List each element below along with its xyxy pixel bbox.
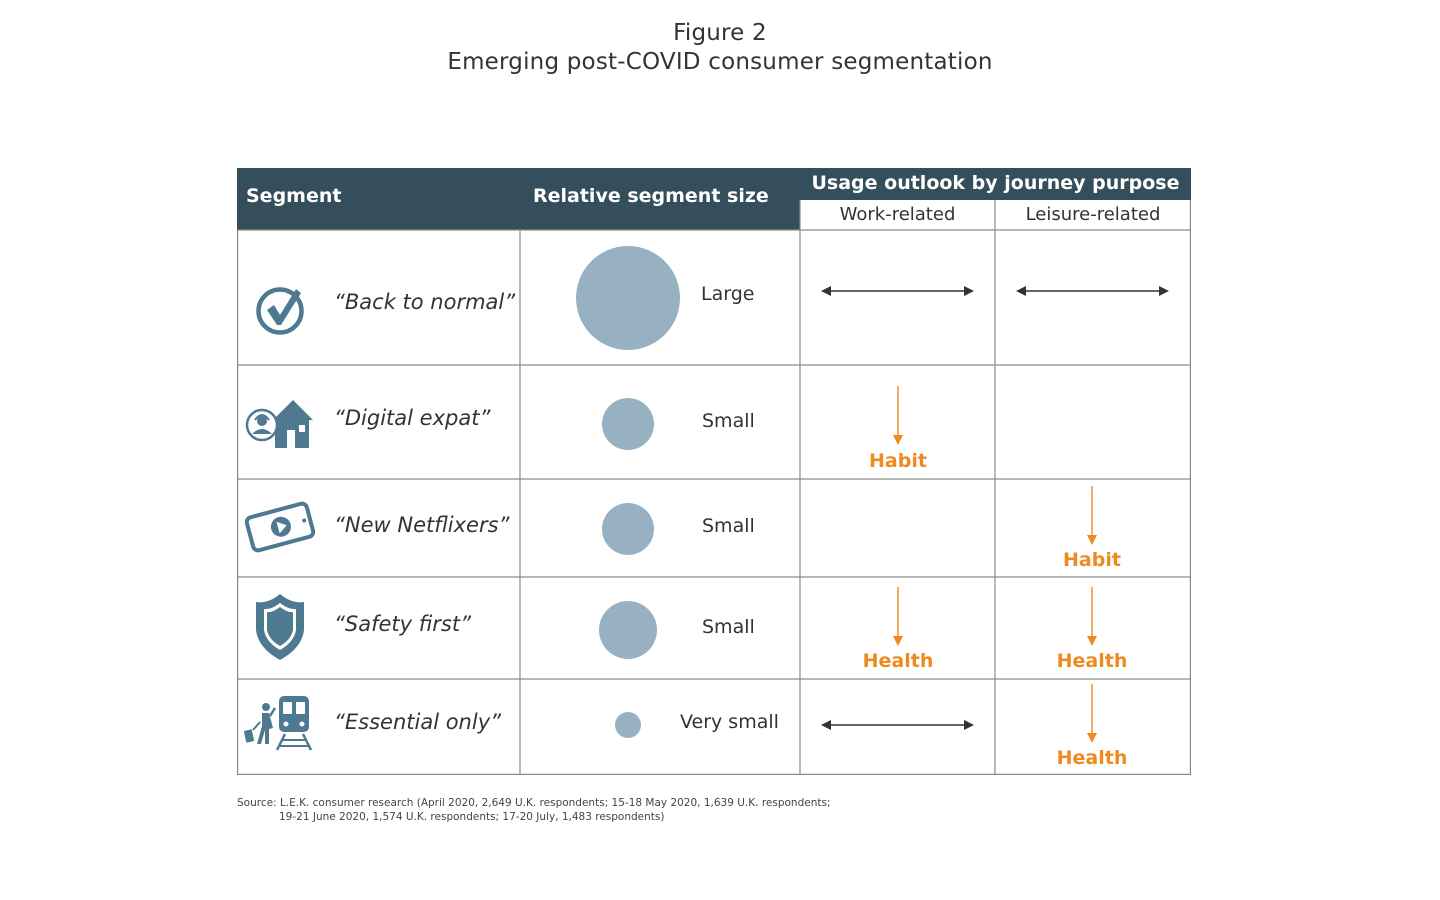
decrease-arrow: [1087, 684, 1097, 743]
traveler-train-icon: [244, 696, 313, 751]
no-change-arrow: [1016, 286, 1169, 296]
leisure-outlook-label: Health: [1056, 747, 1128, 769]
size-bubble: [615, 712, 641, 738]
size-bubble: [599, 601, 657, 659]
size-label: Large: [701, 283, 755, 305]
decrease-arrow: [893, 587, 903, 646]
header-usage-outlook: Usage outlook by journey purpose: [811, 172, 1180, 194]
decrease-arrow: [1087, 587, 1097, 646]
no-change-arrow: [821, 286, 974, 296]
leisure-outlook-label: Health: [1056, 650, 1128, 672]
work-outlook-label: Health: [862, 650, 934, 672]
header-work-related: Work-related: [800, 200, 995, 230]
header-segment-cell: Segment: [237, 168, 520, 230]
remote-worker-house-icon: [245, 400, 313, 448]
segment-name: “Essential only”: [334, 710, 502, 734]
table-grid: [237, 200, 1191, 775]
segment-name: “Digital expat”: [334, 406, 491, 430]
header-leisure-related: Leisure-related: [995, 200, 1191, 230]
work-outlook-label: Habit: [869, 450, 927, 472]
source-line-2: 19-21 June 2020, 1,574 U.K. respondents;…: [279, 811, 665, 823]
decrease-arrow: [1087, 486, 1097, 545]
segment-name: “Safety first”: [334, 612, 471, 636]
segmentation-table: Segment Relative segment size Usage outl…: [237, 168, 1191, 775]
header-relative-size: Relative segment size: [533, 185, 769, 207]
size-label: Small: [702, 515, 755, 537]
figure-label: Figure 2: [673, 20, 767, 46]
header-segment: Segment: [246, 185, 342, 207]
leisure-outlook-label: Habit: [1063, 549, 1121, 571]
no-change-arrow: [821, 720, 974, 730]
decrease-arrow: [893, 386, 903, 445]
size-bubble: [576, 246, 680, 350]
video-phone-icon: [245, 501, 315, 553]
source-note: Source: L.E.K. consumer research (April …: [237, 796, 831, 824]
size-label: Small: [702, 616, 755, 638]
shield-icon: [256, 594, 304, 660]
size-bubble: [602, 398, 654, 450]
figure-title: Emerging post-COVID consumer segmentatio…: [447, 49, 993, 75]
header-size-cell: Relative segment size: [520, 168, 800, 230]
source-line-1: Source: L.E.K. consumer research (April …: [237, 797, 831, 809]
header-usage-cell: Usage outlook by journey purpose: [800, 168, 1191, 200]
size-bubble: [602, 503, 654, 555]
segment-name: “Back to normal”: [334, 290, 516, 314]
checkmark-circle-icon: [256, 287, 304, 335]
size-label: Very small: [680, 711, 779, 733]
segment-name: “New Netflixers”: [334, 513, 510, 537]
size-label: Small: [702, 410, 755, 432]
